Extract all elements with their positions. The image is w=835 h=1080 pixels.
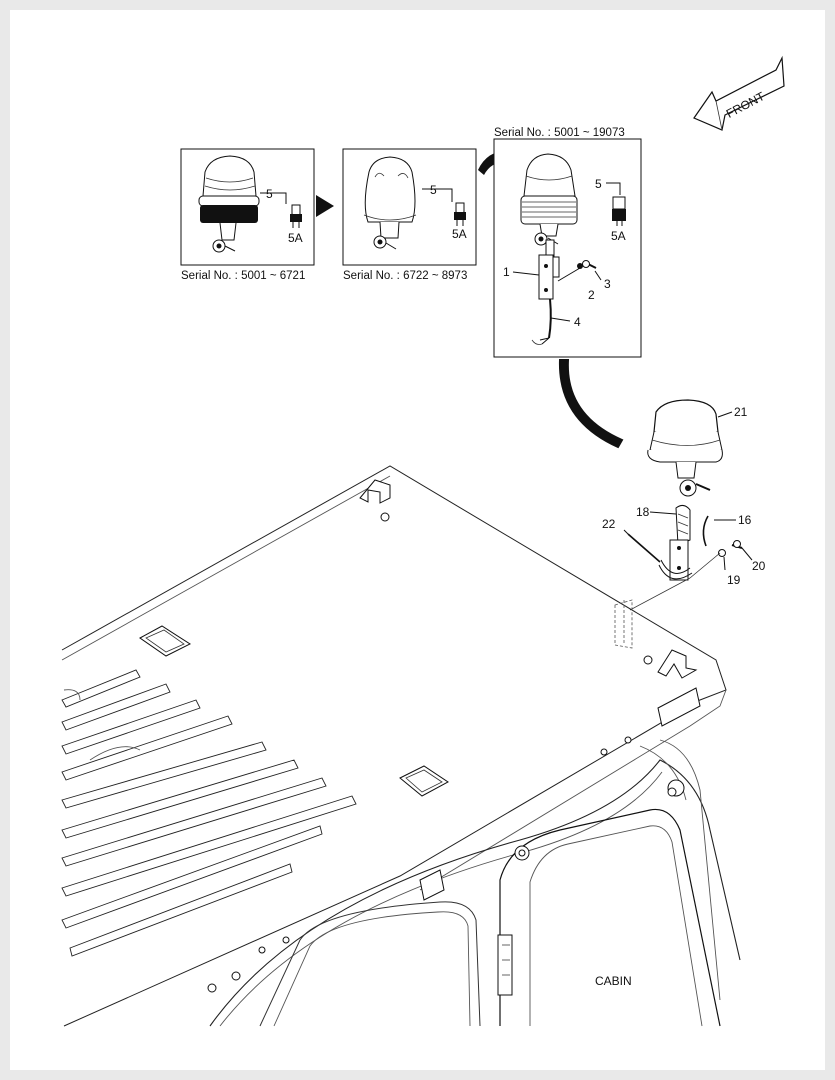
serial-range-label: Serial No. : 6722 ~ 8973: [343, 270, 467, 282]
beacon-lamp-icon: [363, 156, 417, 250]
beacon-assembly-21: 21: [647, 399, 748, 497]
callout-19: 19: [727, 573, 741, 587]
bracket-assembly: 18 16 22 19 20: [602, 504, 766, 611]
cabin-roof: [61, 465, 727, 1027]
transition-arrow-icon: [558, 359, 624, 449]
washer-19: [718, 549, 726, 557]
parts-diagram-sheet: FRONT 5 5A Serial No. : 5001 ~ 6721: [10, 10, 825, 1070]
bulb-icon: [454, 202, 466, 226]
front-arrow-icon: FRONT: [693, 55, 785, 131]
callout-5a: 5A: [452, 227, 467, 241]
harness-cable: [531, 298, 552, 345]
transition-arrow-icon: [316, 195, 334, 217]
bolt-icon: [577, 260, 597, 269]
bolt-icon: [731, 540, 743, 549]
beacon-lamp-icon: [198, 155, 260, 253]
serial-range-label: Serial No. : 5001 ~ 6721: [181, 270, 305, 282]
callout-3: 3: [604, 277, 611, 291]
callout-20: 20: [752, 559, 766, 573]
callout-21: 21: [734, 405, 748, 419]
callout-16: 16: [738, 513, 752, 527]
callout-4: 4: [574, 315, 581, 329]
cabin-label: CABIN: [595, 974, 632, 988]
mounting-bracket: [538, 254, 560, 300]
callout-5: 5: [266, 187, 273, 201]
clip-16: [702, 515, 709, 547]
beacon-lamp-icon: [520, 153, 578, 259]
roof-grille: [61, 669, 357, 957]
cabin-body: CABIN: [207, 687, 741, 1027]
callout-5a: 5A: [611, 229, 626, 243]
tall-bulb-icon: [612, 196, 626, 226]
callout-22: 22: [602, 517, 616, 531]
callout-18: 18: [636, 505, 650, 519]
callout-5: 5: [430, 183, 437, 197]
inset-serial-5001-6721: 5 5A Serial No. : 5001 ~ 6721: [180, 148, 315, 282]
serial-range-label: Serial No. : 5001 ~ 19073: [494, 127, 625, 139]
callout-5: 5: [595, 177, 602, 191]
bulb-icon: [290, 204, 302, 228]
callout-5a: 5A: [288, 231, 303, 245]
inset-serial-6722-8973: 5 5A Serial No. : 6722 ~ 8973: [342, 148, 477, 282]
roof-bracket: [643, 649, 698, 679]
roof-bracket: [359, 479, 391, 522]
callout-1: 1: [503, 265, 510, 279]
callout-2: 2: [588, 288, 595, 302]
inset-serial-5001-19073: Serial No. : 5001 ~ 19073: [493, 127, 642, 358]
